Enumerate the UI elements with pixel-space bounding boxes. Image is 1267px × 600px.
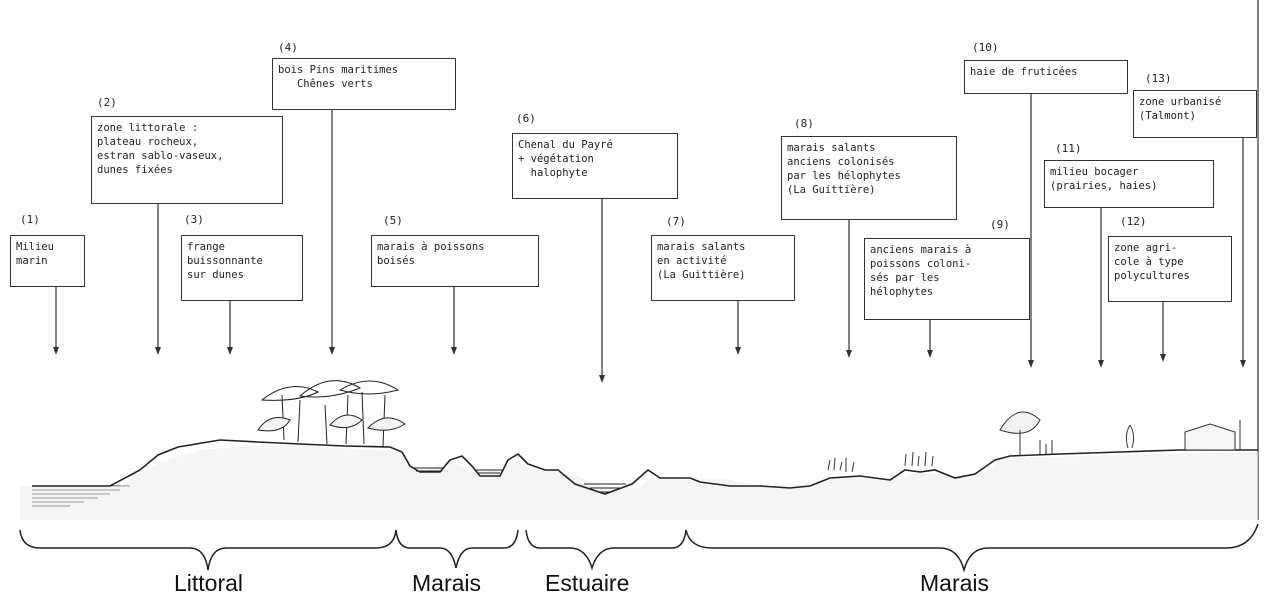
ground-stipple	[20, 445, 1258, 520]
station-label-8: marais salants anciens colonisés par les…	[781, 136, 957, 220]
station-number-5: (5)	[383, 214, 403, 227]
station-number-4: (4)	[278, 41, 298, 54]
station-label-3: frange buissonnante sur dunes	[181, 235, 303, 301]
station-number-11: (11)	[1055, 142, 1082, 155]
station-number-9: (9)	[990, 218, 1010, 231]
station-number-12: (12)	[1120, 215, 1147, 228]
station-label-11: milieu bocager (prairies, haies)	[1044, 160, 1214, 208]
station-number-13: (13)	[1145, 72, 1172, 85]
brace-estuaire	[526, 530, 686, 568]
arrowhead-5	[451, 347, 457, 355]
arrowhead-13	[1240, 360, 1246, 368]
station-number-2: (2)	[97, 96, 117, 109]
arrowhead-11	[1098, 360, 1104, 368]
brace-marais-2	[686, 524, 1258, 570]
station-number-10: (10)	[972, 41, 999, 54]
station-label-13: zone urbanisé (Talmont)	[1133, 90, 1257, 138]
zone-label-marais-1: Marais	[412, 570, 481, 597]
arrowhead-9	[927, 350, 933, 358]
station-label-1: Milieu marin	[10, 235, 85, 287]
station-label-2: zone littorale : plateau rocheux, estran…	[91, 116, 283, 204]
station-label-6: Chenal du Payré + végétation halophyte	[512, 133, 678, 199]
arrowhead-12	[1160, 354, 1166, 362]
arrowhead-4	[329, 347, 335, 355]
station-number-7: (7)	[666, 215, 686, 228]
arrowhead-8	[846, 350, 852, 358]
station-label-4: bois Pins maritimes Chênes verts	[272, 58, 456, 110]
arrowhead-10	[1028, 360, 1034, 368]
station-label-5: marais à poissons boisés	[371, 235, 539, 287]
station-number-6: (6)	[516, 112, 536, 125]
brace-littoral	[20, 530, 396, 570]
zone-label-estuaire: Estuaire	[545, 570, 629, 597]
arrowhead-1	[53, 347, 59, 355]
zone-label-littoral: Littoral	[174, 570, 243, 597]
station-label-10: haie de fruticées	[964, 60, 1128, 94]
arrowhead-6	[599, 375, 605, 383]
arrowhead-2	[155, 347, 161, 355]
station-number-1: (1)	[20, 213, 40, 226]
station-label-12: zone agri- cole à type polycultures	[1108, 236, 1232, 302]
station-label-7: marais salants en activité (La Guittière…	[651, 235, 795, 301]
station-number-3: (3)	[184, 213, 204, 226]
station-label-9: anciens marais à poissons coloni- sés pa…	[864, 238, 1030, 320]
woodland-trees-drawing	[258, 381, 405, 446]
arrowhead-3	[227, 347, 233, 355]
station-number-8: (8)	[794, 117, 814, 130]
arrowhead-7	[735, 347, 741, 355]
zone-label-marais-2: Marais	[920, 570, 989, 597]
brace-marais-1	[396, 530, 518, 568]
zone-braces	[20, 524, 1258, 570]
